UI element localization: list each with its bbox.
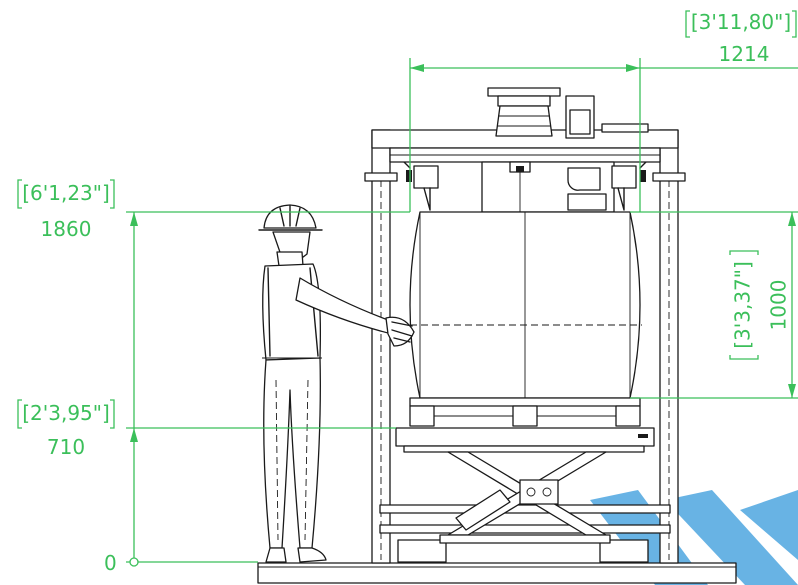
table-height-imperial-label: [2'3,95"] [22,401,110,425]
zero-baseline [126,557,258,567]
width-imperial-label: [3'11,80"] [691,10,791,34]
base-plate [257,562,737,584]
scissor-lift-icon [395,427,655,544]
bulk-bag-icon [409,211,642,399]
table-height-metric-label: 710 [47,435,85,459]
discharge-unit [406,87,649,213]
width-dimension [409,10,798,212]
width-metric-label: 1214 [719,42,770,66]
total-height-imperial-label: [6'1,23"] [22,181,110,205]
total-height-dimension [17,179,410,562]
zero-label: 0 [104,551,117,575]
worker-figure-icon [258,204,415,563]
bag-height-dimension [630,211,798,399]
bag-height-metric-label: 1000 [767,280,791,331]
bag-height-imperial-label: [3'3,37"] [731,261,755,349]
table-height-dimension [17,399,396,442]
total-height-metric-label: 1860 [41,217,92,241]
support-frame [364,129,686,564]
pallet [409,397,641,427]
